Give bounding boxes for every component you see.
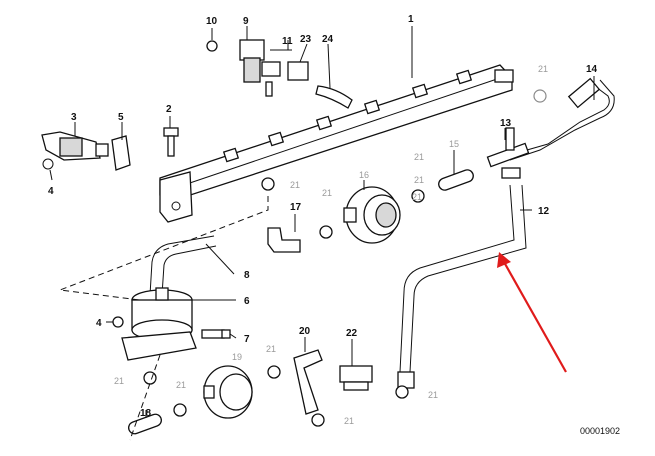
callout-21-j: 21 <box>428 390 438 400</box>
callout-21-c: 21 <box>290 180 300 190</box>
hose-8 <box>149 235 215 296</box>
injector <box>41 131 109 170</box>
callout-21-b: 21 <box>414 152 424 162</box>
dashed-guide-2 <box>129 354 161 441</box>
callout-8: 8 <box>244 270 250 281</box>
callout-23: 23 <box>300 34 312 45</box>
fuel-pressure-regulator <box>121 287 197 361</box>
hose-17 <box>267 227 301 253</box>
leader-lines <box>49 26 595 418</box>
callout-4-upper: 4 <box>48 186 54 197</box>
hose-12 <box>399 184 515 373</box>
hose-20 <box>293 349 323 415</box>
pressure-damper-19 <box>203 365 253 419</box>
pressure-damper <box>343 186 401 244</box>
bracket-22 <box>339 365 373 391</box>
callout-21-h: 21 <box>266 344 276 354</box>
dashed-guide-1 <box>59 196 269 301</box>
screw <box>163 127 179 157</box>
hose-clamp <box>533 89 547 103</box>
hose-24 <box>315 85 353 109</box>
t-connector <box>486 127 530 179</box>
hose-18 <box>128 413 162 435</box>
callout-18: 18 <box>140 408 152 419</box>
callout-13: 13 <box>500 118 512 129</box>
callout-24: 24 <box>322 34 334 45</box>
callout-21-a: 21 <box>538 64 548 74</box>
callout-16: 16 <box>359 170 369 180</box>
callout-15: 15 <box>449 139 459 149</box>
washer-lower <box>112 316 124 328</box>
fuel-rail <box>159 64 514 223</box>
callout-21-k: 21 <box>412 192 422 202</box>
callout-numbers: 1 2 3 4 4 5 6 7 8 9 10 11 12 13 14 15 16… <box>48 14 598 426</box>
callout-1: 1 <box>408 14 414 25</box>
callout-11: 11 <box>282 36 293 47</box>
injector-clip <box>111 135 131 171</box>
callout-21-i: 21 <box>344 416 354 426</box>
hose-15 <box>438 169 474 191</box>
callout-12: 12 <box>538 206 550 217</box>
connector <box>287 61 309 81</box>
red-arrow <box>497 252 567 373</box>
callout-6: 6 <box>244 296 250 307</box>
callout-7: 7 <box>244 334 250 345</box>
callout-21-d: 21 <box>322 188 332 198</box>
callout-10: 10 <box>206 16 218 27</box>
hose-14 <box>509 79 615 161</box>
callout-2: 2 <box>166 104 172 115</box>
callout-21-e: 21 <box>414 175 424 185</box>
callout-20: 20 <box>299 326 311 337</box>
diagram-id: 00001902 <box>580 426 620 436</box>
callout-21-f: 21 <box>114 376 124 386</box>
callout-22: 22 <box>346 328 358 339</box>
bolt-7 <box>201 329 231 339</box>
callout-3: 3 <box>71 112 77 123</box>
callout-21-g: 21 <box>176 380 186 390</box>
callout-14: 14 <box>586 64 598 75</box>
callout-5: 5 <box>118 112 124 123</box>
callout-19: 19 <box>232 352 242 362</box>
washer <box>206 40 218 52</box>
callout-4-lower: 4 <box>96 318 102 329</box>
callout-9: 9 <box>243 16 249 27</box>
callout-17: 17 <box>290 202 302 213</box>
cold-start-valve <box>239 39 281 97</box>
